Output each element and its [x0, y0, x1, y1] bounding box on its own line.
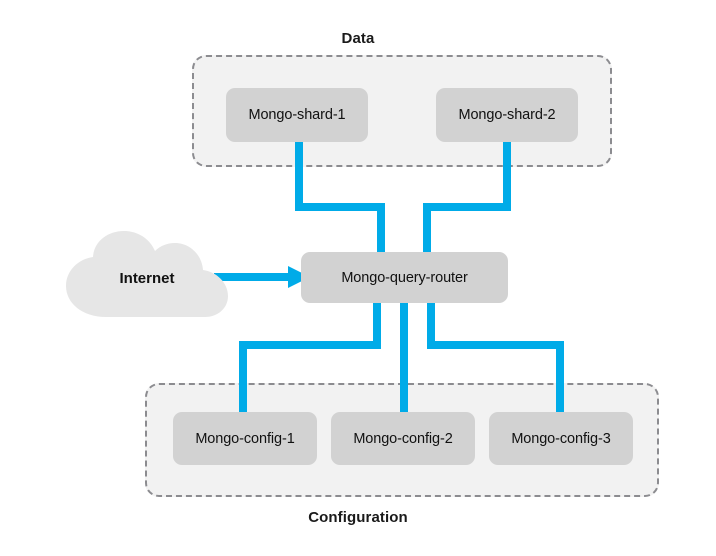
node-shard-1[interactable]: Mongo-shard-1 — [226, 88, 368, 142]
node-shard-2-label: Mongo-shard-2 — [458, 107, 556, 123]
node-query-router-label: Mongo-query-router — [341, 269, 468, 286]
node-config-3[interactable]: Mongo-config-3 — [489, 412, 633, 465]
node-config-2[interactable]: Mongo-config-2 — [331, 412, 475, 465]
connector-router-to-config-1 — [239, 300, 381, 414]
cloud-icon — [66, 231, 228, 317]
connector-shard-1-to-router — [295, 140, 385, 256]
internet-cloud — [62, 229, 232, 326]
connector-shard-2-to-router — [423, 140, 511, 256]
connector-router-to-config-3 — [427, 300, 564, 414]
node-shard-1-label: Mongo-shard-1 — [248, 107, 346, 123]
zone-label-data: Data — [341, 30, 375, 47]
zone-label-configuration: Configuration — [308, 509, 408, 526]
node-query-router[interactable]: Mongo-query-router — [301, 252, 508, 303]
node-config-3-label: Mongo-config-3 — [511, 430, 611, 447]
internet-label: Internet — [119, 270, 175, 287]
node-config-2-label: Mongo-config-2 — [353, 430, 453, 447]
node-config-1-label: Mongo-config-1 — [195, 430, 295, 447]
node-config-1[interactable]: Mongo-config-1 — [173, 412, 317, 465]
arrowhead-internet-to-router — [288, 266, 310, 288]
node-shard-2[interactable]: Mongo-shard-2 — [436, 88, 578, 142]
